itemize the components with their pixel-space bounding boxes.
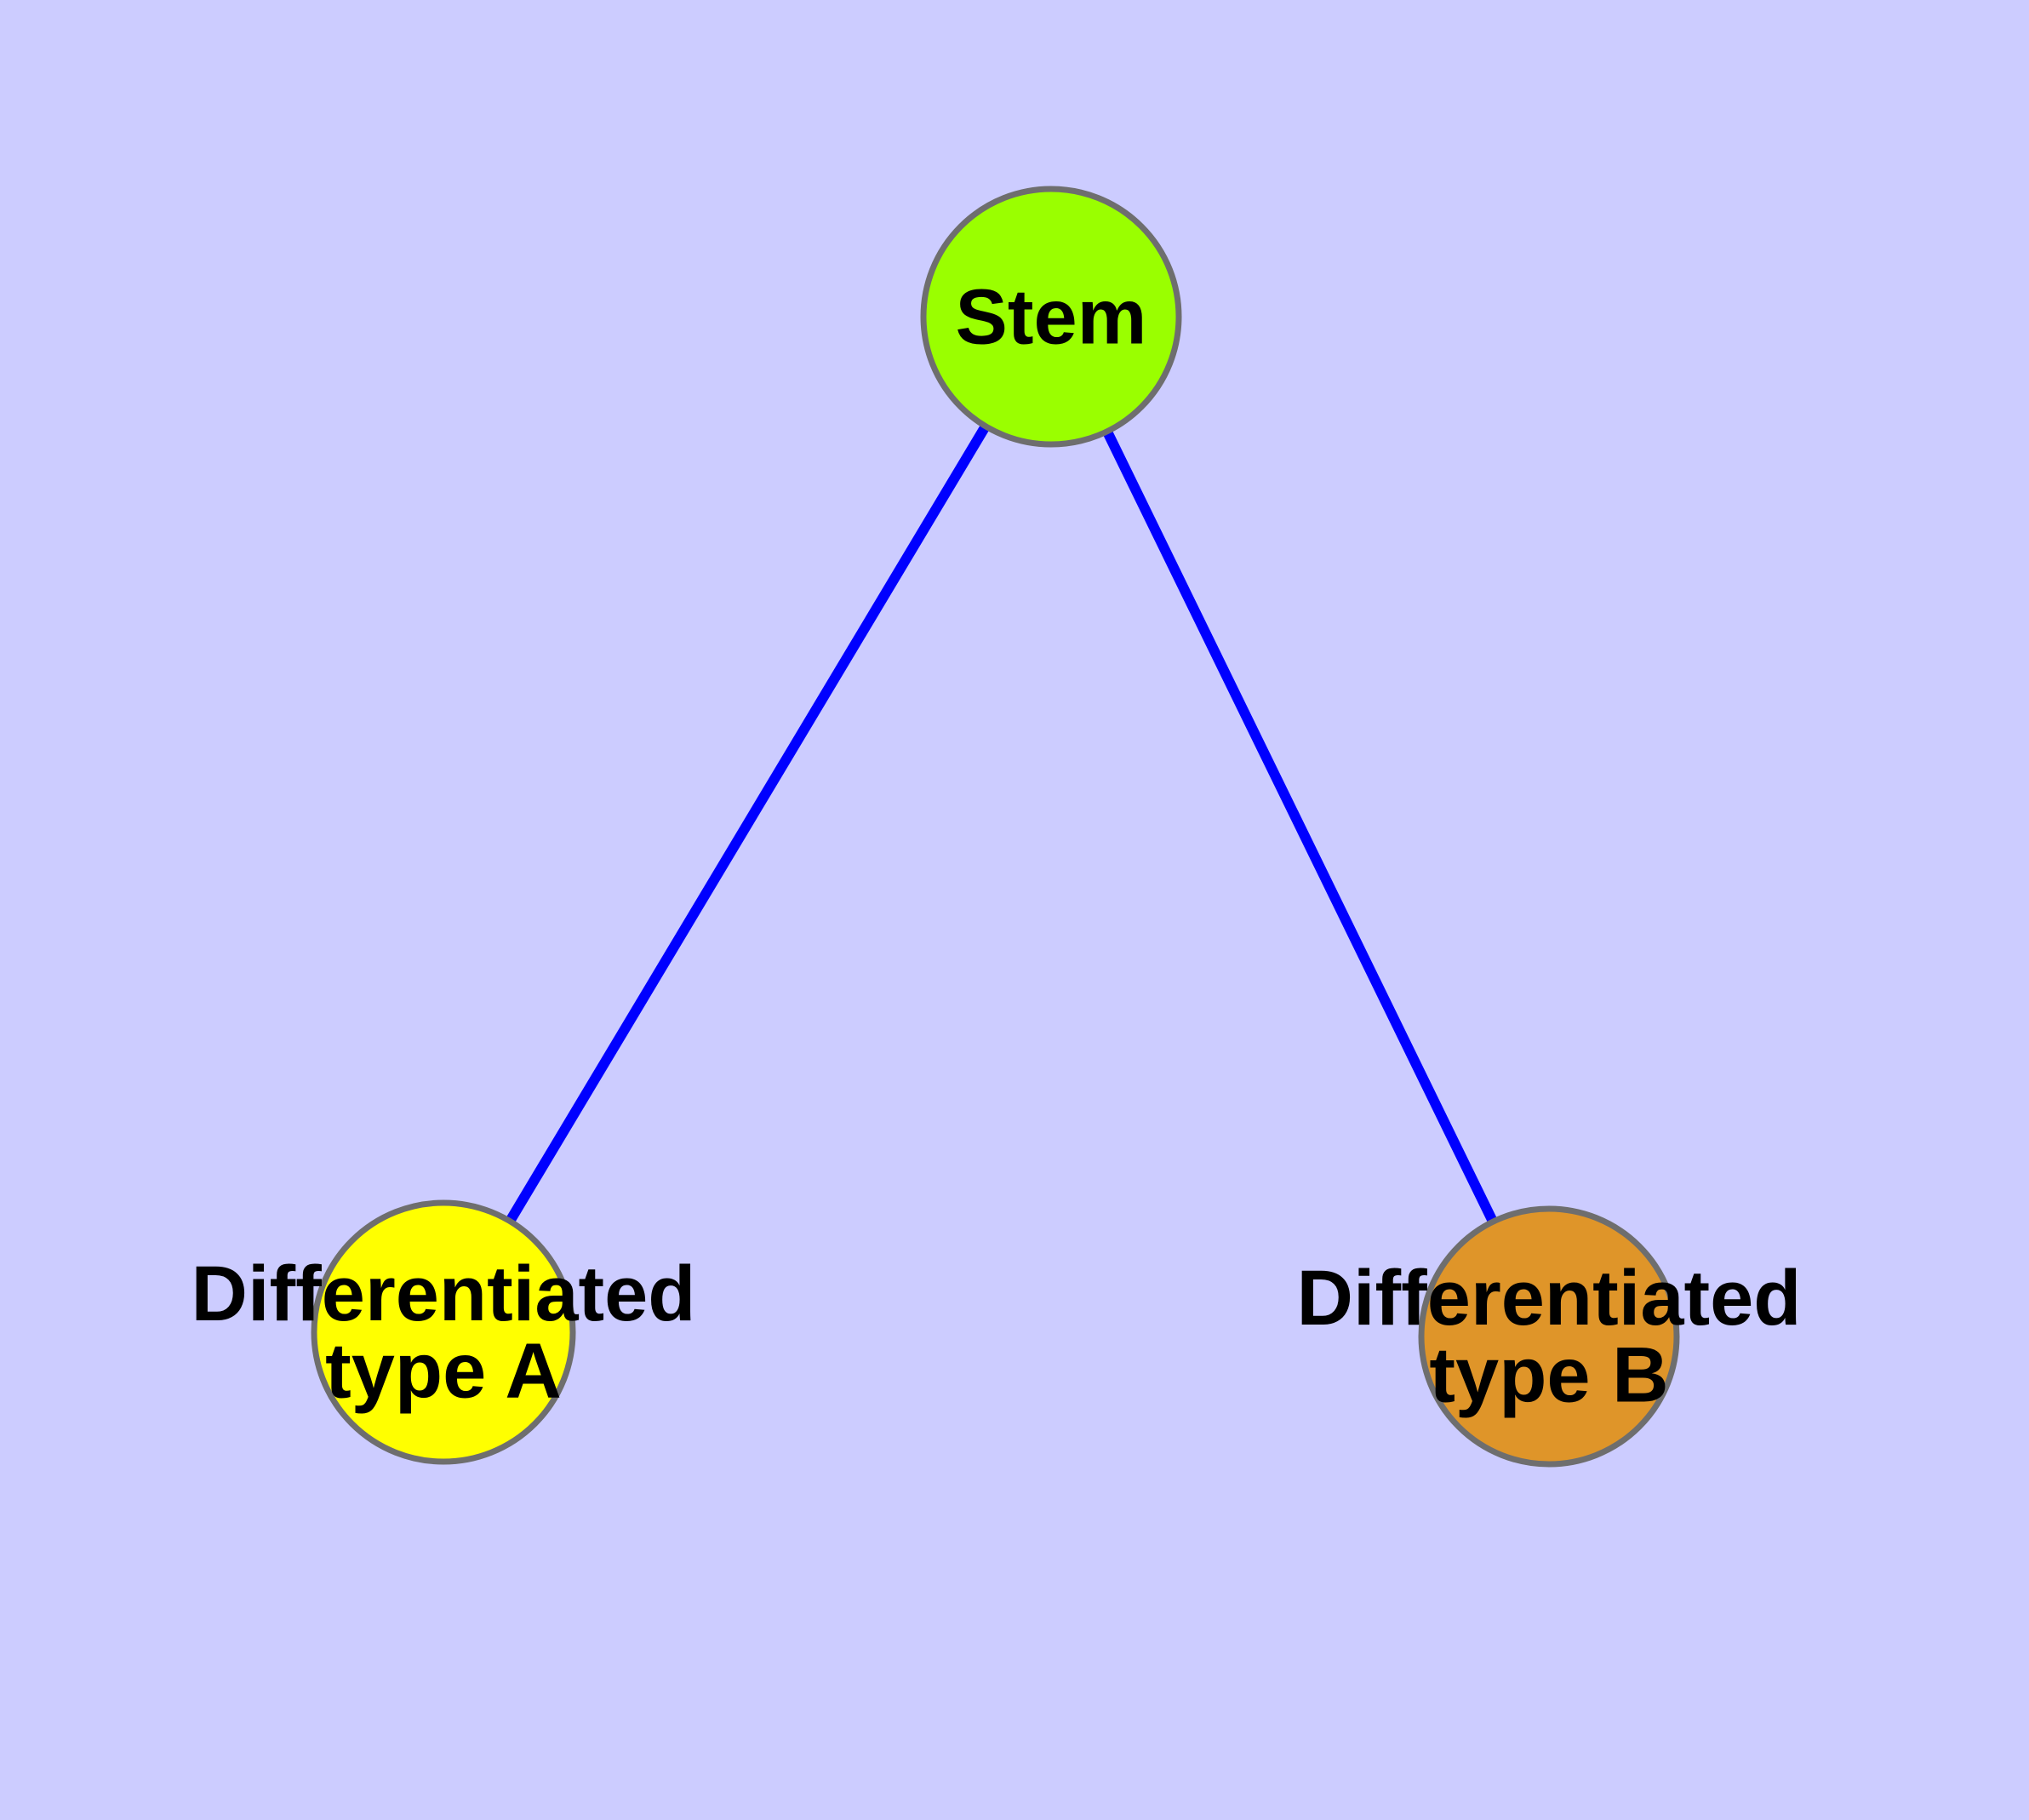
edge-stem-to-differentiated-type-a[interactable] — [504, 421, 992, 1226]
node-label-line: Differentiated — [191, 1251, 696, 1337]
edge-stem-to-differentiated-type-b[interactable] — [1101, 427, 1499, 1226]
node-circle-stem[interactable] — [920, 186, 1182, 448]
node-circle-differentiated-type-b[interactable] — [1418, 1205, 1680, 1468]
node-label-line: type B — [1429, 1331, 1668, 1418]
node-stem[interactable] — [920, 186, 1182, 448]
node-label-stem: Stem — [956, 273, 1147, 360]
node-label-line: Stem — [956, 273, 1147, 360]
node-label-line: type A — [325, 1327, 562, 1414]
node-label-line: Differentiated — [1297, 1255, 1802, 1342]
node-differentiated-type-a[interactable] — [311, 1199, 576, 1465]
node-circle-differentiated-type-a[interactable] — [311, 1199, 576, 1465]
nodes-layer — [311, 186, 1680, 1468]
edges-layer — [504, 421, 1499, 1226]
node-differentiated-type-b[interactable] — [1418, 1205, 1680, 1468]
